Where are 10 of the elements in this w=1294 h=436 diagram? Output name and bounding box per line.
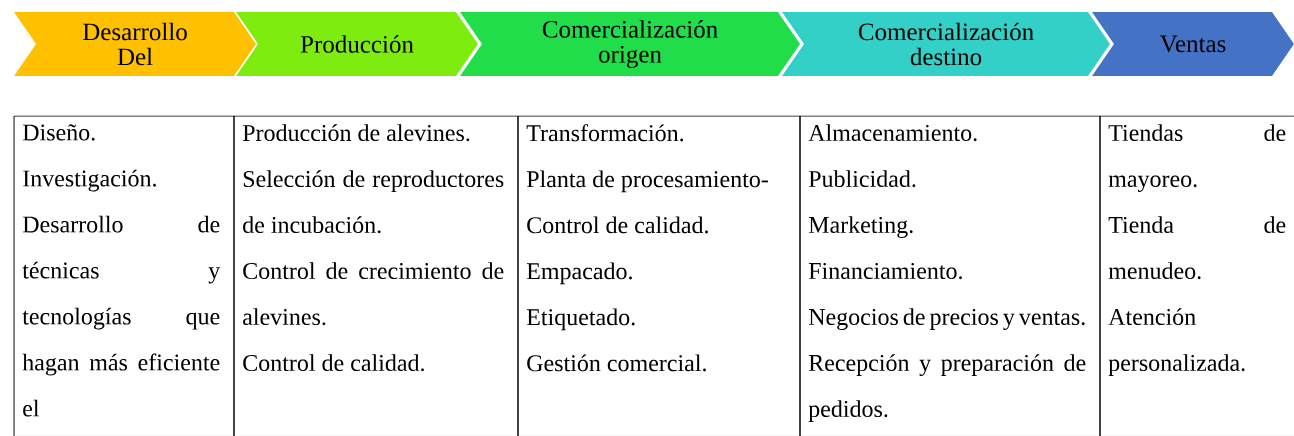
table-cell: Diseño. Investigación. Desarrollo de técnicas y tecnologías que hagan más eficiente el bbox=[13, 115, 235, 436]
table-cell: Almacenamiento. Publicidad. Marketing. Financiamiento. Negocios de precios y ventas. Recepción y preparación de pedidos. bbox=[799, 115, 1101, 436]
stage-banner: Producción bbox=[236, 12, 478, 76]
stage-banner: Comercialización destino bbox=[782, 12, 1110, 76]
stage-banner: Comercialización origen bbox=[460, 12, 800, 76]
table-cell: Transformación. Planta de procesamiento- Control de calidad. Empacado. Etiquetado. Gestión comercial. bbox=[517, 115, 801, 436]
table-cell: Producción de alevines. Selección de reproductores de incubación. Control de crecimiento de alevines. Control de calidad. bbox=[233, 115, 519, 436]
stage-banner: Ventas bbox=[1092, 12, 1294, 76]
table-cell: Tiendas de mayoreo. Tienda de menudeo. Atención personalizada. bbox=[1099, 115, 1294, 436]
stage-banner: Desarrollo Del bbox=[14, 12, 256, 76]
